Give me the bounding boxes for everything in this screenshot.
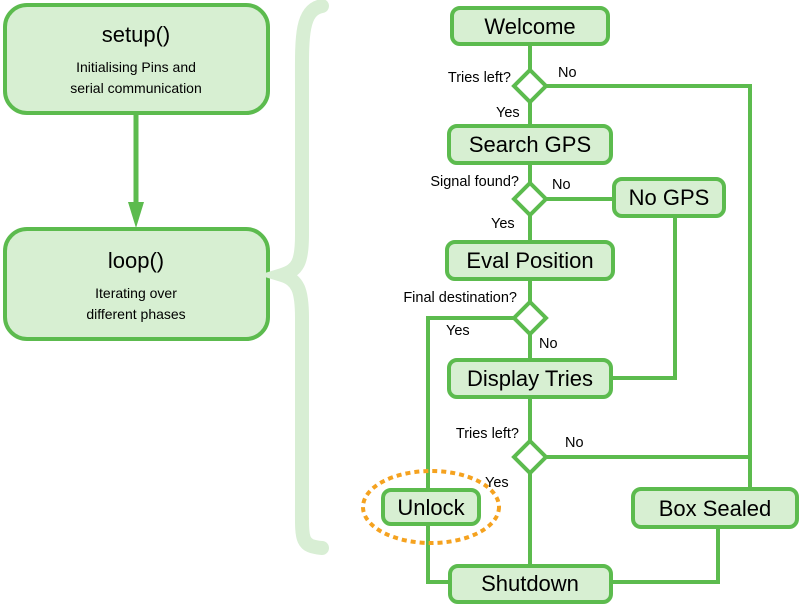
shutdown-box: Shutdown (448, 564, 613, 604)
unlock-highlight-ring (361, 469, 501, 545)
question-final-destination: Final destination? (403, 290, 517, 306)
setup-title: setup() (102, 22, 170, 47)
label-yes-4: Yes (485, 475, 509, 491)
eval-position-label: Eval Position (466, 248, 593, 273)
label-yes-2: Yes (491, 216, 515, 232)
decision-diamond-signal-found (511, 180, 549, 218)
no-gps-box: No GPS (612, 177, 726, 218)
unlock-box: Unlock (361, 469, 501, 545)
loop-title: loop() (108, 248, 164, 273)
unlock-label: Unlock (397, 495, 465, 520)
welcome-label: Welcome (484, 14, 575, 39)
search-gps-label: Search GPS (469, 132, 591, 157)
display-tries-box: Display Tries (447, 358, 613, 399)
loop-desc-line2: different phases (86, 306, 185, 322)
box-sealed-label: Box Sealed (659, 496, 772, 521)
label-yes-3: Yes (446, 323, 470, 339)
decision-diamond-tries-left-2 (511, 438, 549, 476)
loop-desc-line1: Iterating over (95, 285, 177, 301)
eval-position-box: Eval Position (445, 240, 615, 281)
connector-lines (426, 44, 752, 584)
label-no-2: No (552, 177, 571, 193)
display-tries-label: Display Tries (467, 366, 593, 391)
question-tries-left-1: Tries left? (448, 70, 511, 86)
setup-desc-line2: serial communication (70, 80, 202, 96)
setup-desc-line1: Initialising Pins and (76, 59, 196, 75)
shutdown-label: Shutdown (481, 571, 579, 596)
question-tries-left-2: Tries left? (456, 426, 519, 442)
setup-box: setup() Initialising Pins and serial com… (3, 3, 270, 115)
label-no-3: No (539, 336, 558, 352)
loop-box: loop() Iterating over different phases (3, 227, 270, 341)
decision-diamond-tries-left-1 (511, 67, 549, 105)
label-no-4: No (565, 435, 584, 451)
label-no-1: No (558, 65, 577, 81)
search-gps-box: Search GPS (447, 124, 613, 165)
curly-brace (258, 0, 329, 555)
no-gps-label: No GPS (629, 185, 710, 210)
label-yes-1: Yes (496, 105, 520, 121)
box-sealed-box: Box Sealed (631, 487, 799, 529)
decision-diamond-final-destination (511, 299, 549, 337)
welcome-box: Welcome (450, 6, 610, 46)
setup-to-loop-arrowhead (128, 202, 144, 228)
question-signal-found: Signal found? (430, 174, 519, 190)
